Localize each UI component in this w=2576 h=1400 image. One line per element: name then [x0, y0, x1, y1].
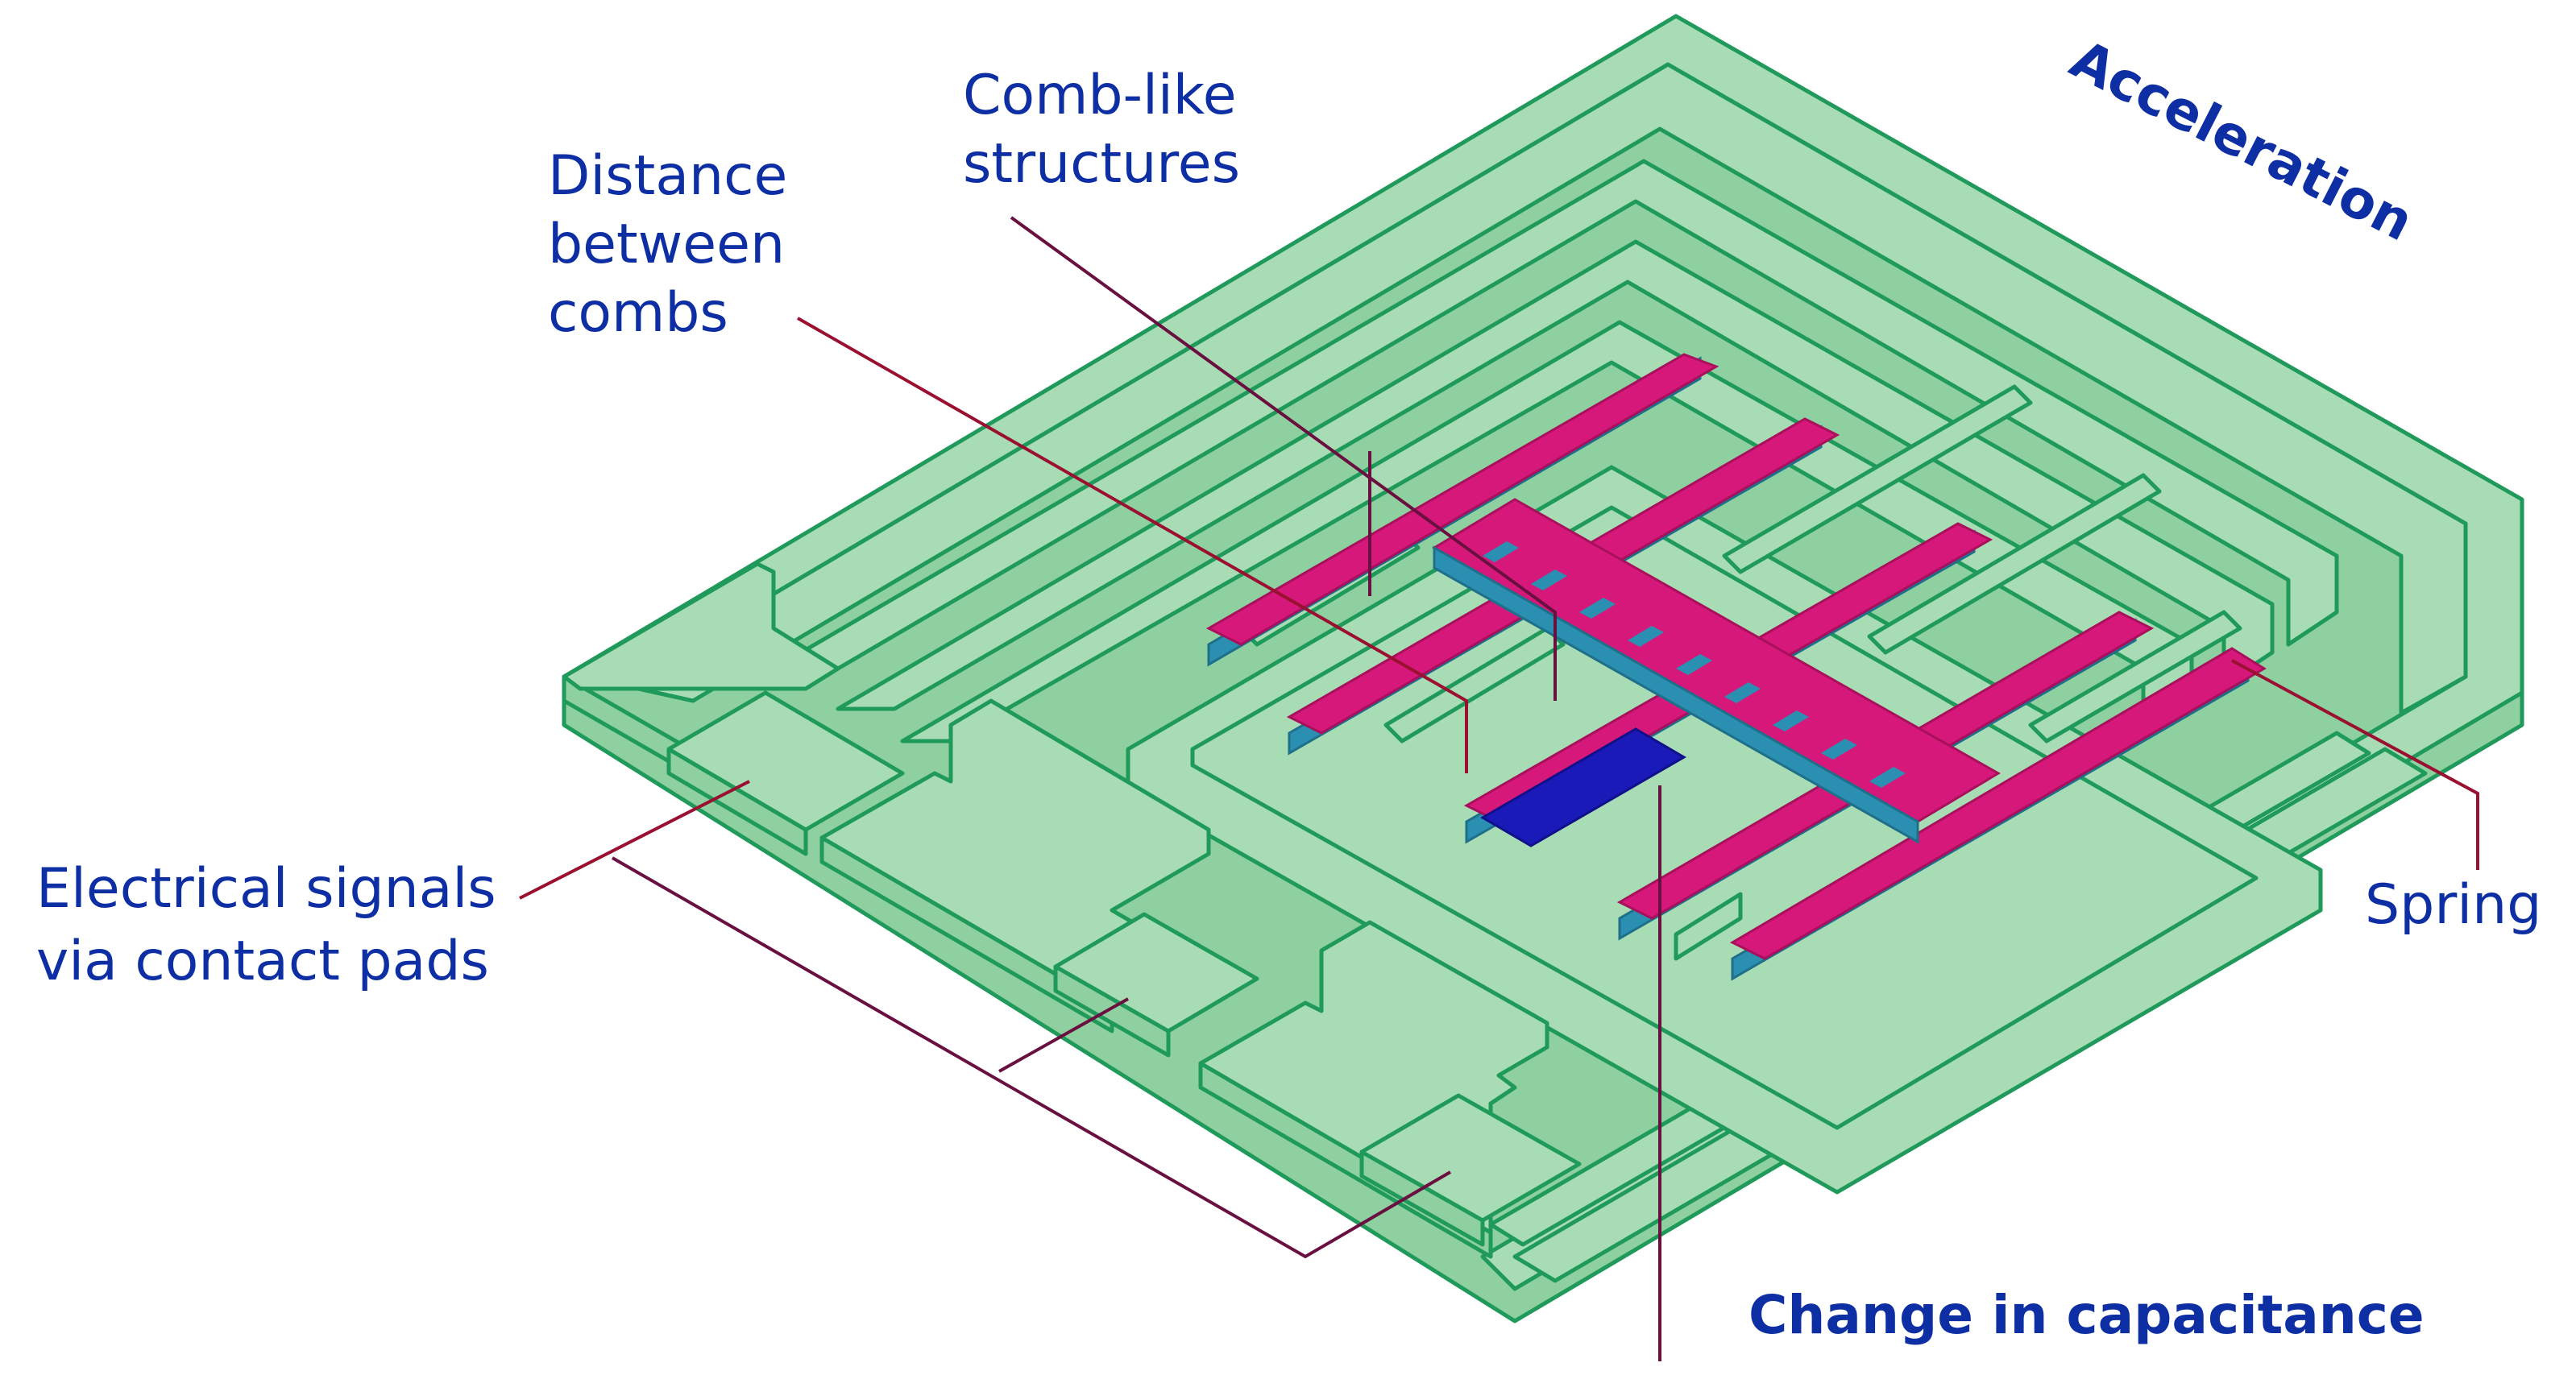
contact-pads	[562, 561, 1582, 1259]
leader-electrical-b	[612, 856, 1452, 1259]
leader-distance	[797, 317, 1468, 773]
leader-electrical-a	[519, 780, 750, 900]
label-distance-line2: between	[548, 213, 786, 276]
leader-comb-like	[1010, 216, 1557, 701]
label-comb-like-line1: Comb-like	[963, 64, 1237, 127]
capacitor-plate	[1480, 727, 1686, 847]
leader-lines	[519, 216, 2479, 1361]
label-electrical-line1: Electrical signals	[36, 857, 496, 921]
leader-spring	[2231, 659, 2479, 870]
label-distance-line1: Distance	[548, 144, 788, 208]
label-comb-like-line2: structures	[963, 132, 1241, 196]
moving-comb	[1205, 353, 2267, 981]
comb-slots	[1483, 541, 1906, 788]
label-spring: Spring	[2365, 873, 2542, 937]
label-distance-line3: combs	[548, 281, 728, 345]
label-electrical-line2: via contact pads	[36, 930, 489, 993]
label-change-in-capacitance: Change in capacitance	[1748, 1284, 2425, 1346]
leader-electrical-c	[998, 997, 1129, 1073]
